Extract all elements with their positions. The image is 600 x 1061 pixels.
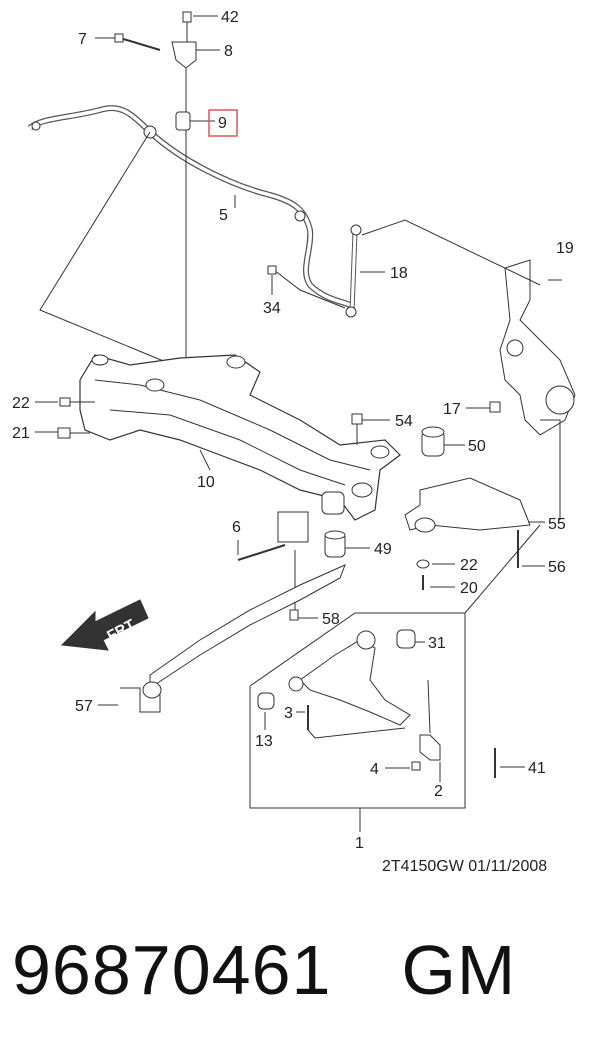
callout-54: 54	[395, 413, 413, 430]
front-arrow	[60, 599, 149, 651]
stabilizer-bar	[27, 105, 352, 308]
subframe-10	[79, 354, 401, 521]
diagram-reference: 2T4150GW 01/11/2008	[382, 858, 547, 875]
callout-58: 58	[322, 611, 340, 628]
strut-rod-57	[149, 564, 346, 689]
bracket-8	[171, 41, 197, 69]
callout-50: 50	[468, 438, 486, 455]
callout-10: 10	[197, 474, 215, 491]
callout-57: 57	[75, 698, 93, 715]
lower-arm-box	[249, 612, 466, 809]
bushing-9	[175, 111, 191, 131]
callout-55: 55	[548, 516, 566, 533]
callout-19: 19	[556, 240, 574, 257]
callout-20: 20	[460, 580, 478, 597]
bracket-6	[277, 511, 309, 543]
callout-22: 22	[12, 395, 30, 412]
callout-41: 41	[528, 760, 546, 777]
callout-56: 56	[548, 559, 566, 576]
brand-label: GM	[401, 931, 517, 1009]
lower-control-arm	[299, 639, 411, 726]
callout-21: 21	[12, 425, 30, 442]
callout-34: 34	[263, 300, 281, 317]
callout-31: 31	[428, 635, 446, 652]
part-number-footer: 96870461 GM	[12, 930, 516, 1010]
bracket-55	[404, 477, 531, 531]
callout-5: 5	[219, 207, 228, 224]
callout-2: 2	[434, 783, 443, 800]
callout-7: 7	[78, 31, 87, 48]
callout-1: 1	[355, 835, 364, 852]
diagram-svg: 42 7 8 9 5 19 18 34 22 21 54 17 50 10 55…	[12, 9, 576, 875]
callout-42: 42	[221, 9, 239, 26]
callout-highlight-box	[208, 109, 238, 137]
part-number: 96870461	[12, 931, 332, 1009]
callout-18: 18	[390, 265, 408, 282]
callout-22b: 22	[460, 557, 478, 574]
callout-17: 17	[443, 401, 461, 418]
callout-8: 8	[224, 43, 233, 60]
callout-6: 6	[232, 519, 241, 536]
callout-4: 4	[370, 761, 379, 778]
callout-49: 49	[374, 541, 392, 558]
callout-3: 3	[284, 705, 293, 722]
callout-9: 9	[218, 115, 227, 132]
callout-13: 13	[255, 733, 273, 750]
